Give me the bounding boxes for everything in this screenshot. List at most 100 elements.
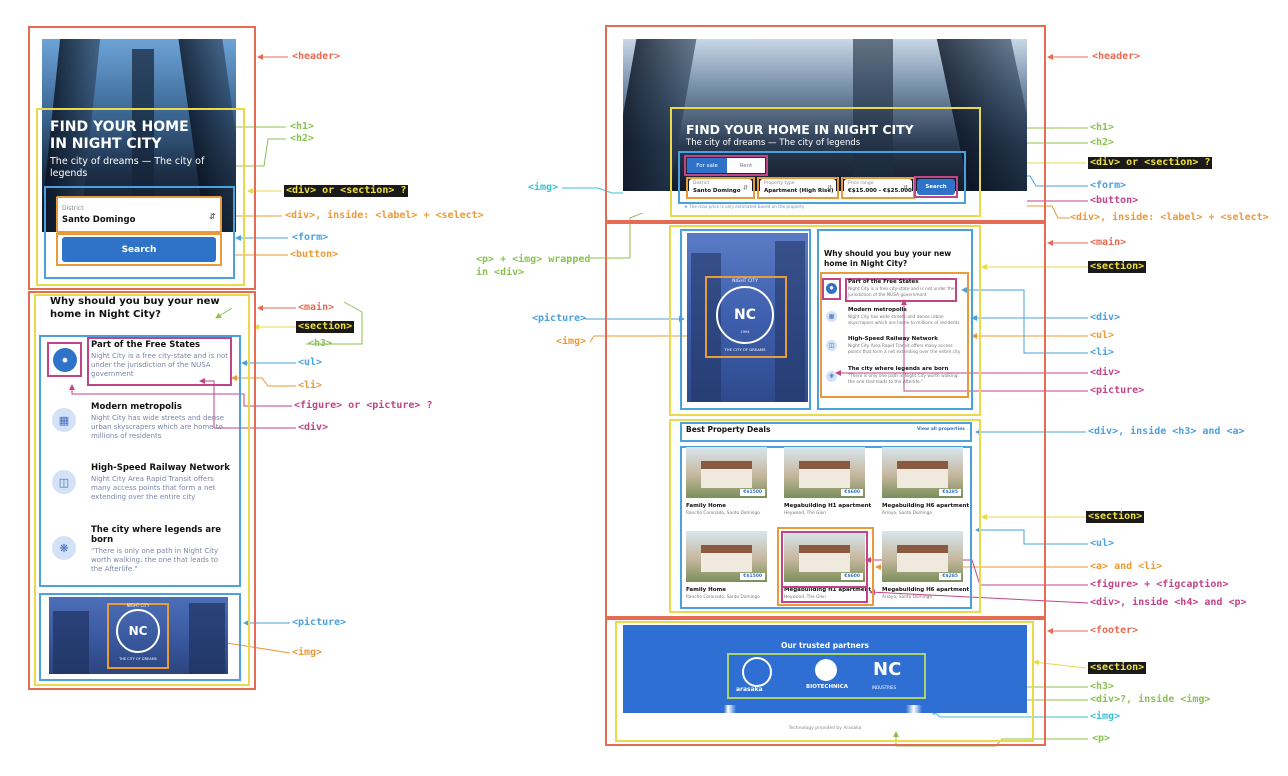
chevron-icon: ⇵ <box>826 184 832 192</box>
desktop-why-section-box <box>669 225 981 416</box>
chevron-icon: ⇵ <box>902 184 908 192</box>
desktop-type-field[interactable]: Property type Apartment (High Rise) ⇵ <box>760 179 836 197</box>
desktop-crest-mark: NC <box>734 307 756 323</box>
arasaka-logo-icon <box>742 657 772 687</box>
mobile-hero-title: FIND YOUR HOME IN NIGHT CITY <box>50 119 189 152</box>
badge-icon: ✸ <box>53 348 77 372</box>
ann-m-h1: <h1> <box>290 121 315 132</box>
desktop-partners-section-box <box>615 621 1034 742</box>
mobile-district-label: District <box>62 205 84 212</box>
property-card-price: €$285 <box>939 489 961 496</box>
property-card-location: Rancho Coronado, Santo Domingo <box>686 511 760 516</box>
desktop-picture-box <box>680 229 811 410</box>
mobile-crest-logo: NC <box>116 609 160 653</box>
ann-d-main: <main> <box>1090 237 1127 248</box>
mobile-crest-line1: NIGHT CITY <box>126 603 150 608</box>
desktop-feature-text-2: Night City has wide streets and dense ur… <box>848 315 960 326</box>
desktop-tab-for-sale[interactable]: For sale <box>687 158 727 173</box>
property-card-price: €$285 <box>939 573 961 580</box>
ann-d-h1: <h1> <box>1090 122 1115 133</box>
property-card-location: Arroyo, Santo Domingo <box>882 511 932 516</box>
ann-d-div-label-select: <div>, inside: <label> + <select> <box>1070 212 1269 223</box>
desktop-hero-title: FIND YOUR HOME IN NIGHT CITY <box>686 122 914 137</box>
desktop-type-label: Property type <box>764 181 795 186</box>
desktop-why-content-box <box>817 229 973 410</box>
ann-m-div-label-select: <div>, inside: <label> + <select> <box>285 210 484 221</box>
property-card-location: Heywood, The Glen <box>784 511 826 516</box>
desktop-deals-header-box <box>680 422 972 442</box>
desktop-feature-text-3: Night City Area Rapid Transit offers man… <box>848 344 961 355</box>
ann-d-footer: <footer> <box>1090 625 1139 636</box>
ann-d-ul2: <ul> <box>1090 538 1115 549</box>
desktop-feature-title-1: Part of the Free States <box>848 279 919 285</box>
desktop-price-field[interactable]: Price range €$15.000 - €$25.000 ⇵ <box>844 179 912 197</box>
ann-d-div2: <div> <box>1090 367 1121 378</box>
buildings-icon: ▦ <box>52 408 76 432</box>
property-card-price: €$600 <box>841 489 863 496</box>
mobile-figure-box <box>47 342 82 377</box>
property-card-title[interactable]: Family Home <box>686 587 726 593</box>
property-card-image[interactable]: €$1500 <box>686 531 767 582</box>
house-illustration <box>896 461 949 488</box>
ann-d-li: <li> <box>1090 347 1115 358</box>
mobile-district-field[interactable] <box>56 196 222 233</box>
property-card-location: Heywood, The Glen <box>784 595 826 600</box>
property-card-title[interactable]: Megabuilding H6 apartment <box>882 587 970 593</box>
ann-m-form: <form> <box>292 232 329 243</box>
desktop-why-title: Why should you buy your new home in Nigh… <box>824 249 952 268</box>
desktop-type-value: Apartment (High Rise) <box>764 188 834 194</box>
property-card-location: Arroyo, Santo Domingo <box>882 595 932 600</box>
property-card-image[interactable]: €$1500 <box>686 447 767 498</box>
ann-m-h2: <h2> <box>290 133 315 144</box>
mobile-main-box <box>28 291 256 690</box>
ann-d-div-section: <div> or <section> ? <box>1088 157 1213 169</box>
desktop-feature-title-4: The city where legends are born <box>848 366 949 372</box>
property-card-image[interactable]: €$285 <box>882 447 963 498</box>
property-card-image[interactable]: €$600 <box>784 447 865 498</box>
desktop-district-field[interactable]: District Santo Domingo ⇵ <box>689 179 752 197</box>
nc-logo-icon: NC <box>873 659 902 680</box>
train-icon: ◫ <box>52 470 76 494</box>
house-illustration <box>700 461 753 488</box>
mobile-search-button-box <box>56 233 222 266</box>
desktop-search-button[interactable]: Search <box>917 179 955 195</box>
property-card-image[interactable]: €$600 <box>784 531 865 582</box>
property-card-title[interactable]: Megabuilding H6 apartment <box>882 503 970 509</box>
desktop-feature-list-box <box>820 272 969 398</box>
desktop-field-box-1 <box>686 177 755 199</box>
mobile-hero-subtitle: The city of dreams — The city of legends <box>50 156 205 179</box>
property-card-title[interactable]: Family Home <box>686 503 726 509</box>
mobile-feature-title-1: Part of the Free States <box>91 340 201 350</box>
property-card-location: Rancho Coronado, Santo Domingo <box>686 595 760 600</box>
ann-d-button: <button> <box>1090 195 1139 206</box>
desktop-disclaimer: ★ The max price is only estimated based … <box>684 204 805 209</box>
mobile-search-button[interactable]: Search <box>62 237 216 262</box>
ann-m-li: <li> <box>298 380 323 391</box>
legend-icon: ❋ <box>52 536 76 560</box>
desktop-crest-line1: NIGHT CITY <box>732 279 758 284</box>
property-card-title[interactable]: Megabuilding H1 apartment <box>784 587 872 593</box>
desktop-field-box-2 <box>757 177 839 199</box>
desktop-partners-skyline <box>623 705 1027 713</box>
ann-d-img2: <img> <box>556 336 587 347</box>
desktop-price-label: Price range <box>848 181 874 186</box>
desktop-deals-view-all[interactable]: View all properties <box>917 427 965 432</box>
property-card-image[interactable]: €$285 <box>882 531 963 582</box>
mobile-feature-text-4: "There is only one path in Night City wo… <box>91 547 219 573</box>
ann-d-section2: <section> <box>1086 511 1145 523</box>
mobile-feature-text-1: Night City is a free city-state and is n… <box>91 352 229 378</box>
property-card-title[interactable]: Megabuilding H1 apartment <box>784 503 872 509</box>
ann-d-form: <form> <box>1090 180 1127 191</box>
desktop-feature-text-1: Night City is a free city-state and is n… <box>848 287 955 298</box>
desktop-form-box <box>678 151 966 204</box>
ann-d-a-li: <a> and <li> <box>1090 561 1163 572</box>
ann-d-img: <img> <box>528 182 559 193</box>
desktop-tab-rent[interactable]: Rent <box>727 158 765 173</box>
mobile-district-chevron-icon: ⇵ <box>209 212 216 221</box>
mobile-feature-title-2: Modern metropolis <box>91 402 182 412</box>
ann-d-div: <div> <box>1090 312 1121 323</box>
property-card-price: €$600 <box>841 573 863 580</box>
mobile-feature-text-3: Night City Area Rapid Transit offers man… <box>91 475 216 501</box>
mobile-district-value: Santo Domingo <box>62 215 136 225</box>
house-illustration <box>700 545 753 572</box>
